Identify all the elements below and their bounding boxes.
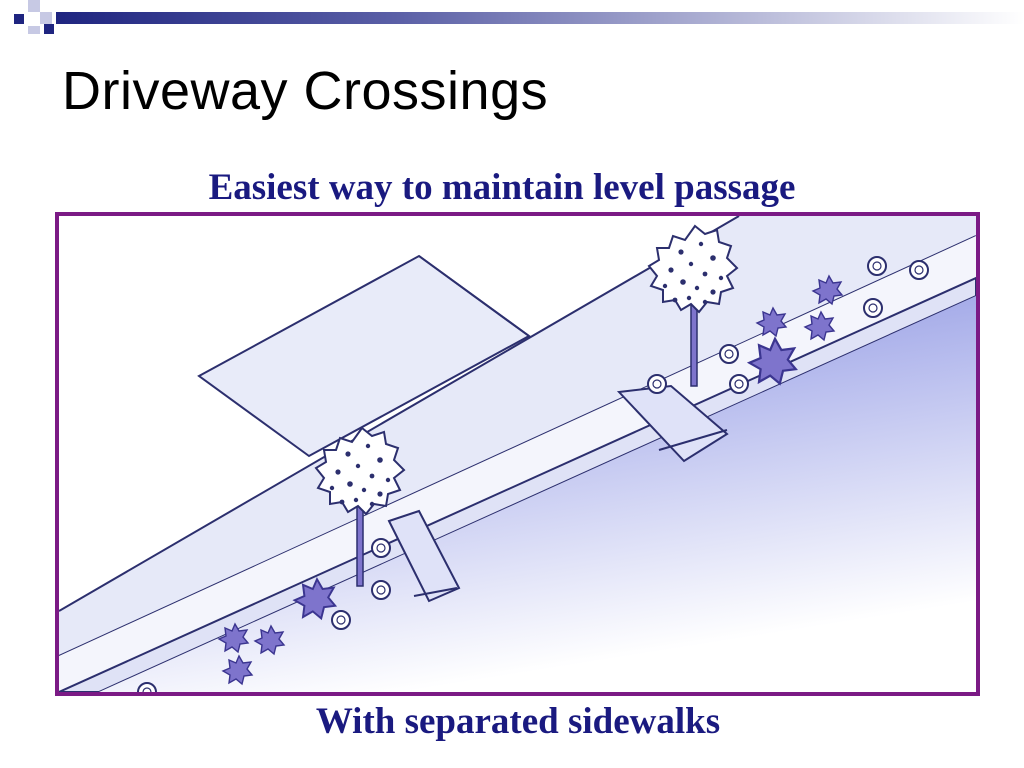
slide-caption: With separated sidewalks: [315, 701, 721, 742]
slide-subtitle: Easiest way to maintain level passage: [208, 167, 796, 208]
slide-title: Driveway Crossings: [62, 61, 549, 121]
header-decoration: [0, 0, 1024, 34]
driveway-crossing-illustration: [55, 212, 980, 696]
